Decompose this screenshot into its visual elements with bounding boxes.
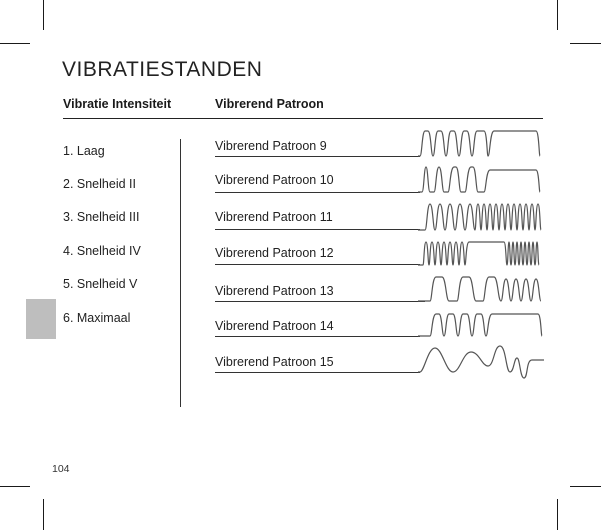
crop-mark-bottom-right-vertical xyxy=(557,499,558,530)
pattern-baseline xyxy=(215,229,420,230)
pattern-label: Vibrerend Patroon 13 xyxy=(215,284,334,298)
page-title: VIBRATIESTANDEN xyxy=(62,58,263,81)
pattern-label: Vibrerend Patroon 15 xyxy=(215,355,334,369)
intensity-item: 6. Maximaal xyxy=(63,311,131,325)
pattern-baseline xyxy=(215,301,425,302)
pattern-baseline xyxy=(215,156,420,157)
pattern-baseline xyxy=(215,336,420,337)
intensity-item: 1. Laag xyxy=(63,144,105,158)
waveform-pattern-14 xyxy=(418,313,543,337)
pattern-label: Vibrerend Patroon 14 xyxy=(215,319,334,333)
pattern-label: Vibrerend Patroon 11 xyxy=(215,210,333,224)
waveform-pattern-12 xyxy=(418,241,540,266)
crop-mark-top-left-horizontal xyxy=(0,43,30,44)
column-divider xyxy=(180,139,181,407)
intensity-item: 2. Snelheid II xyxy=(63,177,136,191)
waveform-pattern-10 xyxy=(418,166,541,193)
waveform-pattern-9 xyxy=(418,130,541,157)
header-pattern: Vibrerend Patroon xyxy=(215,97,324,111)
pattern-label: Vibrerend Patroon 10 xyxy=(215,173,334,187)
page-number: 104 xyxy=(52,463,70,475)
intensity-item: 3. Snelheid III xyxy=(63,210,140,224)
header-intensity: Vibratie Intensiteit xyxy=(63,97,172,111)
waveform-pattern-11 xyxy=(418,203,542,231)
crop-mark-bottom-right-horizontal xyxy=(570,486,601,487)
pattern-label: Vibrerend Patroon 9 xyxy=(215,139,327,153)
crop-mark-top-right-horizontal xyxy=(570,43,601,44)
pattern-baseline xyxy=(215,372,420,373)
waveform-pattern-15 xyxy=(418,345,544,379)
crop-mark-bottom-left-horizontal xyxy=(0,486,30,487)
crop-mark-bottom-left-vertical xyxy=(43,499,44,530)
crop-mark-top-right-vertical xyxy=(557,0,558,30)
waveform-pattern-13 xyxy=(418,276,542,302)
crop-mark-top-left-vertical xyxy=(43,0,44,30)
pattern-label: Vibrerend Patroon 12 xyxy=(215,246,334,260)
pattern-baseline xyxy=(215,264,420,265)
chapter-tab xyxy=(26,299,56,339)
intensity-item: 5. Snelheid V xyxy=(63,277,138,291)
header-divider xyxy=(63,118,543,120)
intensity-item: 4. Snelheid IV xyxy=(63,244,141,258)
pattern-baseline xyxy=(215,192,420,193)
